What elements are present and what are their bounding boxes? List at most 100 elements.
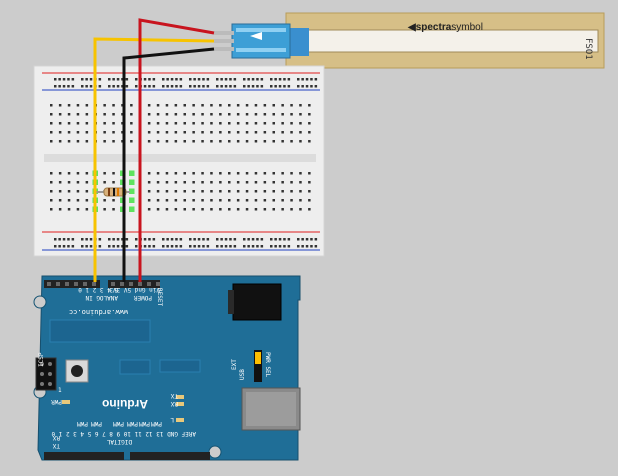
header-pin [74, 282, 78, 286]
breadboard-hole [71, 245, 75, 248]
breadboard-hole [179, 85, 183, 88]
pwr-label-group: PWR [51, 398, 62, 405]
breadboard-hole [247, 238, 250, 241]
breadboard-hole [272, 113, 275, 116]
breadboard-hole [254, 181, 258, 184]
breadboard-hole [210, 140, 213, 143]
breadboard-hole [270, 245, 273, 248]
breadboard-hole [233, 78, 237, 81]
connector-pin [214, 39, 234, 43]
breadboard-hole [85, 85, 88, 88]
breadboard-hole [220, 245, 223, 248]
breadboard-hole [67, 181, 71, 184]
breadboard-hole [143, 85, 147, 88]
breadboard-hole [281, 140, 284, 143]
breadboard-hole [189, 245, 192, 248]
breadboard-hole [219, 199, 222, 202]
breadboard-hole [201, 104, 204, 107]
breadboard-hole [67, 172, 71, 175]
breadboard-hole [220, 78, 223, 81]
breadboard-hole [197, 85, 201, 88]
breadboard-hole [50, 104, 53, 107]
pwm-label: PWM [77, 420, 88, 427]
breadboard-hole [299, 131, 302, 134]
breadboard-hole [236, 122, 240, 125]
breadboard-hole [156, 113, 160, 116]
breadboard-hole [310, 245, 313, 248]
header-pin [156, 282, 160, 286]
breadboard-hole [308, 199, 311, 202]
icsp-pin [48, 372, 52, 376]
breadboard-hole [281, 104, 284, 107]
breadboard-hole [193, 78, 196, 81]
breadboard-hole [301, 78, 304, 81]
breadboard-hole [58, 131, 62, 134]
breadboard-hole [152, 238, 156, 241]
breadboard-hole [236, 131, 240, 134]
breadboard-hole [193, 245, 196, 248]
breadboard-hole [201, 172, 204, 175]
breadboard-hole [98, 245, 102, 248]
breadboard-hole [147, 122, 151, 125]
breadboard-hole [192, 190, 195, 193]
breadboard-hole [152, 78, 156, 81]
breadboard-hole [165, 199, 169, 202]
breadboard-hole [202, 238, 205, 241]
breadboard-hole [274, 245, 277, 248]
pwr-sel-jumper[interactable] [254, 350, 262, 382]
breadboard-hole [174, 104, 178, 107]
header-pin [111, 282, 115, 286]
breadboard-hole [308, 208, 311, 211]
breadboard-hole [216, 245, 219, 248]
power-pins-label: Vin Gnd 5V 3V3 [109, 286, 160, 293]
breadboard-hole [251, 238, 255, 241]
icsp-label: ICSP [38, 352, 45, 367]
arduino-url: www.arduino.cc [69, 308, 128, 316]
breadboard-hole [174, 208, 178, 211]
silkscreen-area [49, 319, 151, 343]
reset-button-cap[interactable] [71, 365, 83, 377]
breadboard-hole [174, 131, 178, 134]
pwm-label: PWM [91, 420, 102, 427]
breadboard-hole [76, 104, 80, 107]
breadboard-hole [201, 190, 204, 193]
breadboard-hole [147, 104, 151, 107]
breadboard-hole [170, 245, 174, 248]
breadboard-hole [108, 245, 111, 248]
txrx-label-group: RX TX [170, 392, 178, 407]
breadboard-hole [236, 140, 240, 143]
breadboard-hole [76, 190, 80, 193]
breadboard-hole [301, 85, 304, 88]
breadboard-hole [247, 85, 250, 88]
breadboard-hole [206, 78, 210, 81]
breadboard-hole [308, 122, 311, 125]
breadboard-hole [236, 190, 240, 193]
tx-led [176, 395, 184, 399]
breadboard-hole [297, 238, 300, 241]
breadboard-hole [256, 238, 259, 241]
breadboard-hole [148, 238, 151, 241]
breadboard-hole [219, 131, 222, 134]
breadboard-hole [287, 78, 291, 81]
breadboard-hole [228, 122, 231, 125]
breadboard-hole [256, 85, 259, 88]
breadboard-hole [245, 190, 249, 193]
breadboard-hole [201, 131, 204, 134]
breadboard-hole [148, 245, 151, 248]
breadboard-hole [281, 122, 284, 125]
breadboard-hole [308, 172, 311, 175]
breadboard-hole [166, 85, 169, 88]
breadboard-hole [121, 140, 124, 143]
breadboard-hole [58, 78, 61, 81]
breadboard-hole [256, 78, 259, 81]
breadboard-hole [263, 208, 267, 211]
breadboard-hole [89, 245, 93, 248]
breadboard-hole [71, 85, 75, 88]
header-pin [138, 282, 142, 286]
pwr-led-label: PWR [51, 398, 62, 405]
breadboard-hole [165, 190, 169, 193]
breadboard-hole [229, 245, 232, 248]
header-pin [92, 282, 96, 286]
breadboard-hole [76, 172, 80, 175]
breadboard-hole [299, 104, 302, 107]
